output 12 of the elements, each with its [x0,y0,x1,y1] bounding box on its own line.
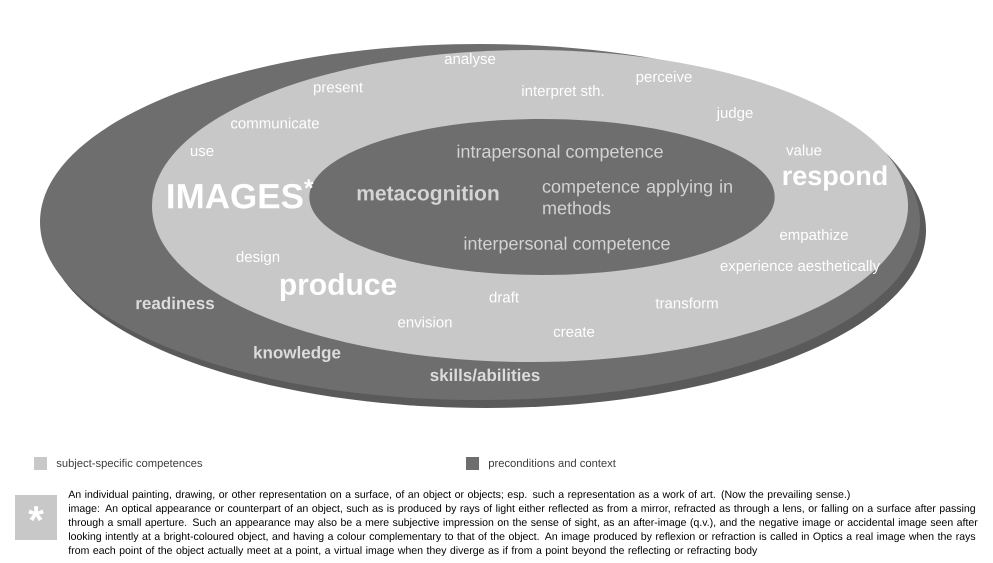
heading: knowledge [254,346,340,362]
heading: metacognition [358,185,498,205]
ellipse-label: intrapersonal competence [458,144,663,162]
heading: skills/abilities [430,368,540,382]
ellipse-label: competence applying in methods [542,180,732,214]
heading: readiness [136,296,214,310]
footnote-text: An individual painting, drawing, or other representation on a surface, of an object or objects; esp. such a representation as a work of art. (Now the prevailing sense.) [68,490,850,500]
ellipse-label: interpersonal competence [464,236,670,254]
legend-label: preconditions and context [489,458,616,470]
asterisk-box: * [15,495,57,540]
legend-label: subject-specific competences [56,458,202,470]
footnote-text: image: An optical appearance or counterpart of an object, such as is produced by rays of light either reflected as from a mirror, refracted as through a lens, or falling on a surface after passing through a small aperture. Such an appearance may also be a mere subjective impression on the sense of sight, as an after-image (q.v.), and the negative image or accidental image seen after looking intently at a bright-coloured object, and having a colour complementary to that of the object. An image produced by reflexion or refraction is called in Optics a real image when the rays from each point of the object actually meet at a point, a virtual image when they diverge as if from a point beyond the reflecting or refracting body [68,504,978,556]
